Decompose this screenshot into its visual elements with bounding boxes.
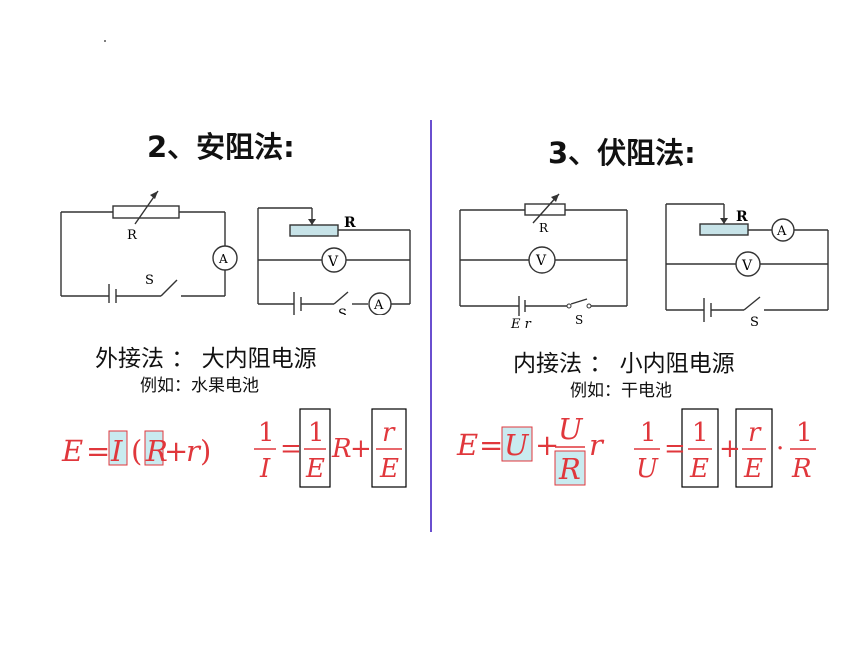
rc1-switch-label: S bbox=[575, 313, 583, 327]
rf1-r: r bbox=[589, 428, 605, 462]
rf2-one: 1 bbox=[640, 418, 657, 448]
right-formula-1: E = U + U R r bbox=[456, 412, 605, 486]
left-method: 外接法 ： 大内阻电源 bbox=[95, 346, 317, 372]
rf2-E2: E bbox=[743, 454, 763, 484]
left-formula-1: E = I ( R + r ) bbox=[61, 430, 211, 468]
left-formula-2: 1 I = 1 E R + r E bbox=[254, 408, 407, 488]
left-title: 2、安阻法: bbox=[147, 130, 295, 164]
lf1-rparen: ) bbox=[200, 434, 211, 468]
rf2-one2: 1 bbox=[692, 418, 709, 448]
lf2-R: R bbox=[331, 434, 352, 464]
left-example: 例如：水果电池 bbox=[140, 376, 259, 396]
lf1-E: E bbox=[61, 434, 83, 468]
c2-switch-label: S bbox=[338, 307, 347, 315]
lf2-one: 1 bbox=[258, 418, 275, 448]
rc2-switch-label: S bbox=[750, 315, 759, 330]
rf2-r: r bbox=[748, 418, 762, 448]
c1-ammeter-label: A bbox=[218, 252, 228, 266]
rf2-E: E bbox=[689, 454, 709, 484]
rc2-voltmeter-label: V bbox=[741, 258, 753, 274]
rf2-plus: + bbox=[719, 434, 741, 464]
right-formula-2: 1 U = 1 E + r E · 1 R bbox=[634, 408, 816, 488]
rf2-eq: = bbox=[664, 434, 686, 464]
lf2-one2: 1 bbox=[308, 418, 325, 448]
lf2-E: E bbox=[305, 454, 325, 484]
lf2-I: I bbox=[259, 454, 271, 484]
c2-voltmeter-label: V bbox=[327, 254, 339, 270]
rf1-eq: = bbox=[479, 428, 503, 462]
rf1-U: U bbox=[504, 428, 530, 462]
lf2-r: r bbox=[382, 418, 396, 448]
rf2-dot: · bbox=[776, 434, 784, 464]
c1-r-label: R bbox=[127, 228, 138, 243]
rf2-U: U bbox=[636, 454, 659, 484]
stray-dot bbox=[104, 40, 106, 42]
lf1-r: r bbox=[186, 434, 202, 468]
circuit-voltmeter-1: R V E r S bbox=[459, 193, 628, 330]
circuit-ammeter-1: R A S bbox=[60, 190, 238, 303]
section-divider bbox=[430, 120, 432, 532]
lf2-plus: + bbox=[350, 434, 372, 464]
rc1-voltmeter-label: V bbox=[535, 253, 547, 269]
rf1-E: E bbox=[456, 428, 478, 462]
right-title: 3、伏阻法: bbox=[548, 136, 696, 170]
lf2-eq: = bbox=[280, 434, 302, 464]
right-method: 内接法 ： 小内阻电源 bbox=[513, 351, 735, 377]
rf2-one3: 1 bbox=[796, 418, 813, 448]
circuit-voltmeter-2: R A V S bbox=[665, 203, 829, 330]
c1-switch-label: S bbox=[145, 273, 154, 288]
rf1-U2: U bbox=[558, 412, 584, 446]
rc2-ammeter-label: A bbox=[776, 224, 787, 239]
rc1-r-label: R bbox=[539, 221, 549, 235]
lf1-lparen: ( bbox=[131, 434, 142, 468]
right-example: 例如：干电池 bbox=[570, 381, 672, 401]
lf1-eq: = bbox=[86, 434, 110, 468]
lf1-plus: + bbox=[164, 434, 188, 468]
rf1-R: R bbox=[558, 452, 581, 486]
c2-ammeter-label: A bbox=[373, 298, 384, 313]
rf1-plus: + bbox=[535, 428, 559, 462]
lf2-E2: E bbox=[379, 454, 399, 484]
circuit-ammeter-2: R V A S bbox=[257, 207, 411, 315]
lf1-I: I bbox=[110, 434, 123, 468]
rc2-r-label: R bbox=[736, 209, 748, 225]
c2-r-label: R bbox=[344, 215, 356, 231]
rc1-er-label: E r bbox=[510, 317, 532, 330]
lf1-R: R bbox=[145, 434, 168, 468]
rf2-R: R bbox=[791, 454, 812, 484]
